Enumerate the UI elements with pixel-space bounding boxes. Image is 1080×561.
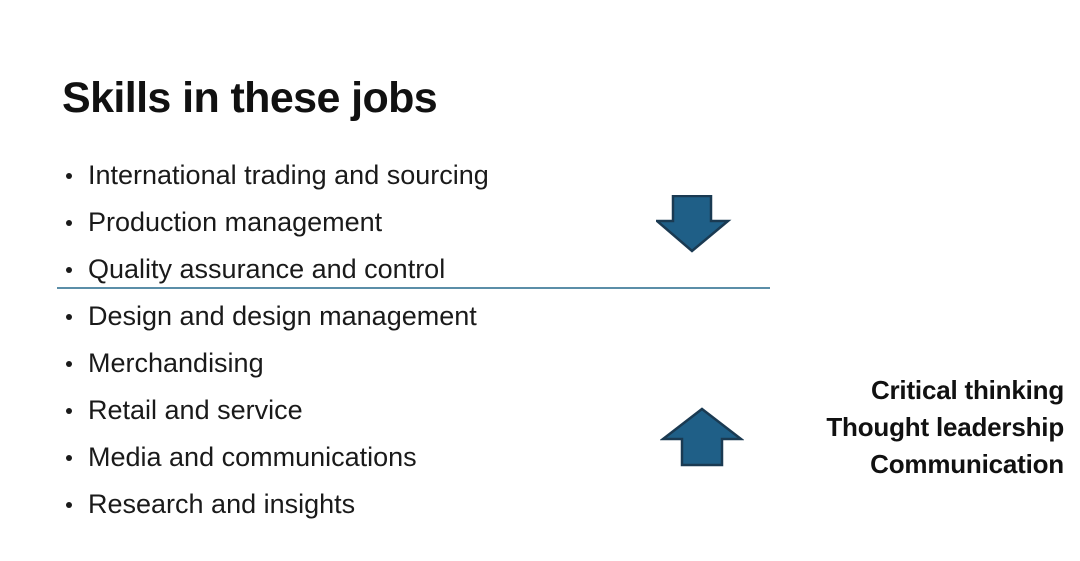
- bullet-dot-icon: [66, 172, 72, 179]
- list-item: Retail and service: [62, 387, 682, 434]
- list-item-label: Production management: [88, 207, 383, 237]
- list-item-label: Retail and service: [88, 395, 303, 425]
- list-item: Merchandising: [62, 340, 682, 387]
- soft-skill-line: Thought leadership: [826, 411, 1064, 442]
- bullet-dot-icon: [66, 501, 72, 508]
- list-item: Design and design management: [62, 293, 682, 340]
- list-item: Quality assurance and control: [62, 246, 682, 293]
- arrow-up-shape: [660, 407, 744, 467]
- list-item-label: Quality assurance and control: [88, 254, 446, 284]
- soft-skills-callout: Critical thinking Thought leadership Com…: [644, 372, 1064, 483]
- bullet-dot-icon: [66, 266, 72, 273]
- bullet-dot-icon: [66, 454, 72, 461]
- bullet-dot-icon: [66, 313, 72, 320]
- list-item-label: Design and design management: [88, 301, 477, 331]
- list-item: Production management: [62, 199, 682, 246]
- bullet-dot-icon: [66, 360, 72, 367]
- arrow-up-icon: [660, 407, 744, 467]
- skills-bullet-list: International trading and sourcing Produ…: [62, 152, 682, 528]
- list-item-label: Media and communications: [88, 442, 417, 472]
- bullet-dot-icon: [66, 219, 72, 226]
- arrow-down-shape: [656, 195, 732, 253]
- list-item: Research and insights: [62, 481, 682, 528]
- divider: [57, 287, 770, 289]
- list-item-label: Merchandising: [88, 348, 264, 378]
- page-title: Skills in these jobs: [62, 73, 438, 122]
- arrow-down-icon: [656, 195, 732, 253]
- list-item: International trading and sourcing: [62, 152, 682, 199]
- list-item-label: Research and insights: [88, 489, 356, 519]
- bullet-dot-icon: [66, 407, 72, 414]
- soft-skill-line: Critical thinking: [870, 375, 1064, 405]
- list-item-label: International trading and sourcing: [88, 160, 489, 190]
- soft-skill-line: Communication: [870, 448, 1064, 479]
- list-item: Media and communications: [62, 434, 682, 481]
